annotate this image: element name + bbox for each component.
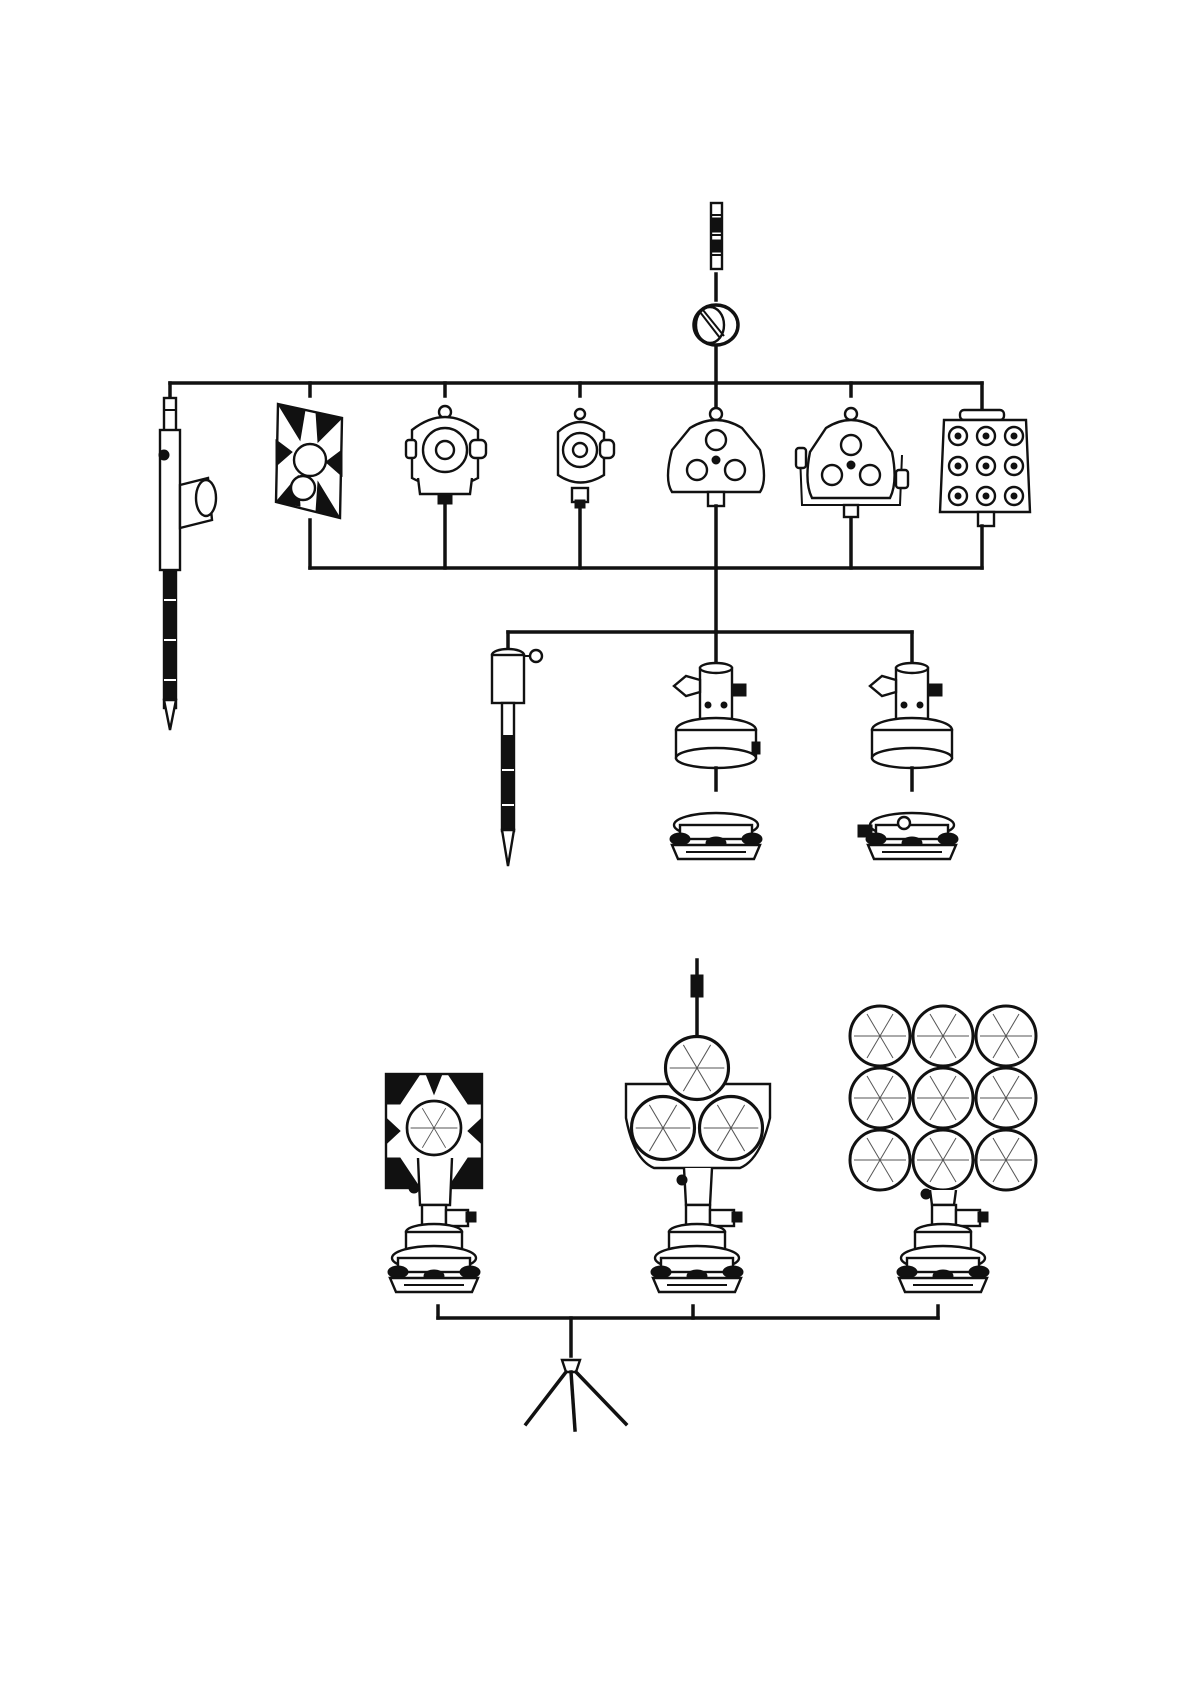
single-prism-assembly-icon [386,1074,482,1292]
thread-adapter-icon [694,305,738,345]
nine-prism-holder-icon [940,410,1030,526]
pole-adapter-icon [492,649,542,866]
tribrach-plummet-icon [858,813,958,859]
tripod-icon [526,1360,626,1430]
carrier-icon [674,663,760,768]
nine-prism-assembly-icon [850,1006,1036,1292]
tribrach-icon [670,813,762,859]
connector-row2 [508,632,912,662]
connector-row1-bottom [310,506,982,632]
single-prism-holder-icon [406,406,486,504]
triple-prism-assembly-icon [626,960,770,1292]
single-prism-target-icon [276,404,342,518]
triple-prism-holder-icon [668,408,764,506]
prism-pole-icon [159,398,216,730]
connector-bottom [438,1306,938,1356]
triple-prism-yoke-icon [796,408,908,517]
mini-prism-holder-icon [558,409,614,508]
carrier-icon [870,663,952,768]
adapter-rod-icon [711,203,722,269]
